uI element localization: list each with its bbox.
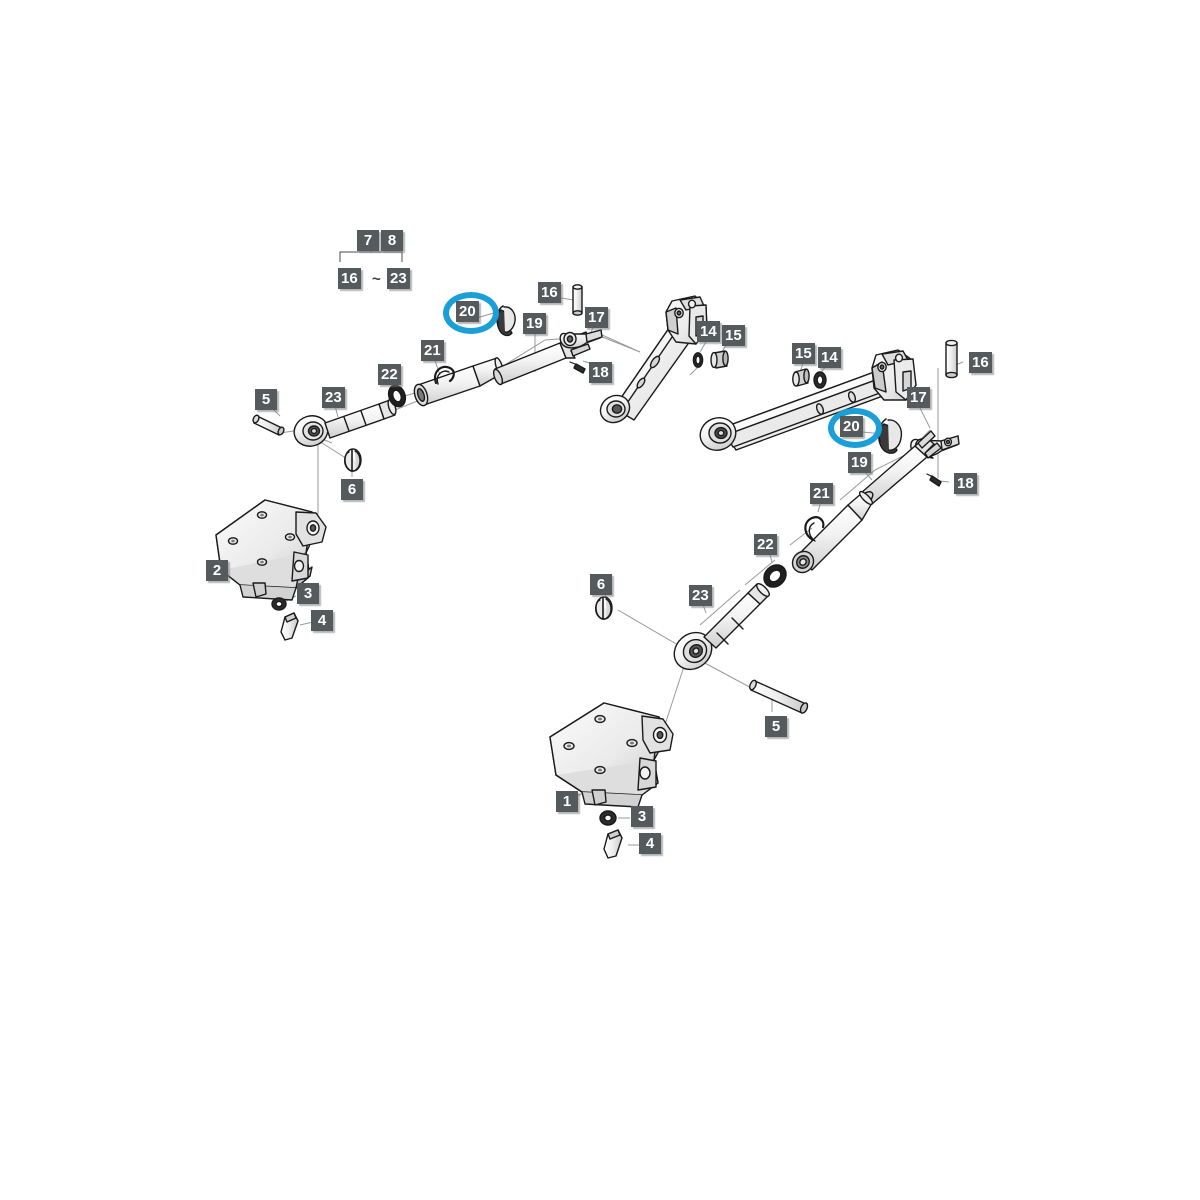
part-callout-3[interactable]: 3: [631, 806, 653, 827]
part-washer-left: [271, 597, 287, 611]
part-callout-14[interactable]: 14: [697, 321, 720, 342]
part-callout-20[interactable]: 20: [840, 416, 863, 437]
part-lift-arm-middle-14: [599, 295, 708, 424]
part-link-left-17: [559, 329, 603, 349]
part-cotter-right-18: [926, 473, 942, 487]
part-bushing-right-15: [792, 368, 810, 387]
part-callout-23[interactable]: 23: [689, 585, 712, 606]
part-callout-6[interactable]: 6: [341, 479, 363, 500]
part-callout-17[interactable]: 17: [907, 387, 930, 408]
part-bushing-right-14: [813, 371, 827, 389]
part-callout-17[interactable]: 17: [585, 307, 608, 328]
part-bracket-left: [215, 499, 327, 601]
part-lower-link-right: [699, 349, 917, 451]
part-clip-right-20: [878, 418, 903, 454]
part-washer-left-22: [387, 384, 407, 408]
part-callout-15[interactable]: 15: [792, 343, 815, 364]
part-bushing-middle-14: [710, 350, 729, 369]
part-washer-right-3: [599, 810, 617, 826]
parts-artwork: [215, 284, 960, 859]
part-rod-right-23: [673, 583, 770, 671]
part-callout-7[interactable]: 7: [357, 230, 379, 251]
part-clip-left-20: [496, 305, 516, 337]
part-callout-5[interactable]: 5: [255, 389, 277, 410]
part-pin-right-16: [945, 339, 958, 379]
part-pin-left-16: [572, 284, 583, 316]
part-turnbuckle-right-21: [791, 490, 874, 574]
part-washer-right-22: [763, 564, 787, 588]
part-rod-left-23: [293, 398, 397, 447]
part-bolt-left: [280, 612, 299, 641]
part-callout-16[interactable]: 16: [969, 352, 992, 373]
part-callout-22[interactable]: 22: [378, 364, 401, 385]
part-bushing-middle-15: [692, 352, 704, 368]
part-callout-3[interactable]: 3: [297, 583, 319, 604]
part-callout-~[interactable]: ~: [372, 270, 381, 288]
part-callout-5[interactable]: 5: [765, 716, 787, 737]
part-callout-23[interactable]: 23: [322, 387, 345, 408]
part-pin-left-5: [252, 414, 285, 436]
part-callout-14[interactable]: 14: [818, 347, 841, 368]
part-callout-15[interactable]: 15: [722, 325, 745, 346]
part-callout-21[interactable]: 21: [810, 483, 833, 504]
part-callout-19[interactable]: 19: [848, 452, 871, 473]
part-callout-16[interactable]: 16: [338, 268, 361, 289]
part-callout-2[interactable]: 2: [206, 560, 228, 581]
part-bolt-right-4: [603, 829, 623, 859]
part-callout-23[interactable]: 23: [387, 268, 410, 289]
part-clip-left-6: [344, 448, 362, 472]
part-callout-22[interactable]: 22: [754, 534, 777, 555]
part-callout-18[interactable]: 18: [954, 473, 977, 494]
part-callout-1[interactable]: 1: [556, 791, 578, 812]
part-turnbuckle-left-21: [413, 357, 504, 407]
part-callout-18[interactable]: 18: [589, 362, 612, 383]
part-bracket-bottom: [549, 702, 674, 808]
part-callout-4[interactable]: 4: [639, 833, 661, 854]
part-callout-8[interactable]: 8: [381, 230, 403, 251]
part-callout-20[interactable]: 20: [456, 301, 479, 322]
part-callout-19[interactable]: 19: [523, 313, 546, 334]
part-callout-16[interactable]: 16: [538, 282, 561, 303]
part-pin-right-5: [749, 679, 809, 714]
part-callout-4[interactable]: 4: [311, 610, 333, 631]
part-callout-21[interactable]: 21: [421, 340, 444, 361]
part-cotter-left-18: [569, 361, 586, 374]
part-clip-right-6: [595, 596, 613, 620]
part-callout-6[interactable]: 6: [590, 574, 612, 595]
